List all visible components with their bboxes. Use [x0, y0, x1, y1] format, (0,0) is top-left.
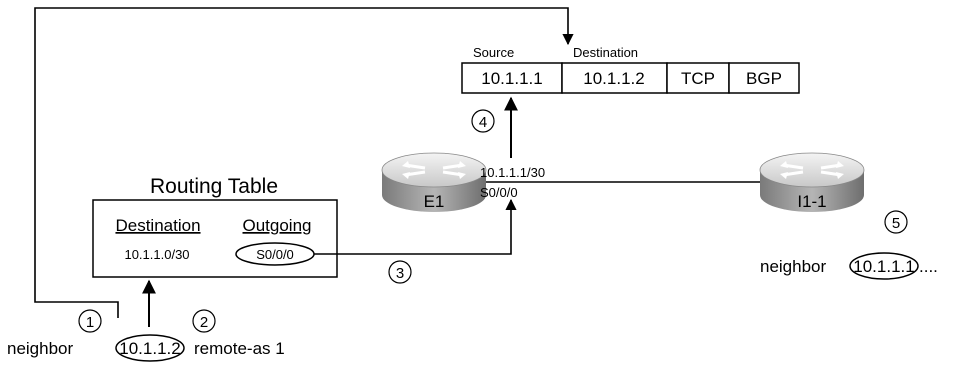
routing-table-box [92, 199, 338, 278]
router-e1-icon [381, 152, 487, 212]
packet-destination-ip: 10.1.1.2 [583, 69, 644, 88]
svg-text:1: 1 [86, 314, 94, 331]
right-ip-highlight [849, 252, 919, 280]
packet-application: BGP [746, 69, 782, 88]
feedback-path [34, 7, 574, 318]
right-command-suffix: .... [919, 257, 938, 276]
packet-header: Source Destination 10.1.1.1 10.1.1.2 TCP… [461, 45, 800, 94]
router-i1-1-label: I1-1 [797, 192, 826, 211]
packet-source-ip: 10.1.1.1 [481, 69, 542, 88]
routing-table-title: Routing Table [150, 175, 278, 198]
right-command-prefix: neighbor [760, 257, 827, 276]
step-1-marker: 1 [78, 309, 102, 333]
packet-source-label: Source [473, 45, 514, 60]
routing-table-col-destination: Destination [115, 216, 200, 235]
packet-field-protocol [666, 62, 730, 94]
packet-protocol: TCP [681, 69, 715, 88]
left-command-suffix: remote-as 1 [194, 339, 285, 358]
router-e1-interface: S0/0/0 [480, 185, 518, 200]
svg-text:2: 2 [200, 314, 208, 331]
router-e1-ip: 10.1.1.1/30 [480, 165, 545, 180]
routing-table-col-outgoing: Outgoing [243, 216, 312, 235]
routing-table-row-destination: 10.1.1.0/30 [124, 247, 189, 262]
step-4-marker: 4 [471, 109, 495, 133]
left-command-prefix: neighbor [7, 339, 74, 358]
router-i1-1-icon [759, 152, 865, 212]
svg-text:4: 4 [479, 114, 487, 131]
routing-table-row-outgoing: S0/0/0 [256, 247, 294, 262]
packet-field-destination [561, 62, 668, 94]
step-5-marker: 5 [884, 210, 908, 234]
right-command-ip: 10.1.1.1 [853, 257, 914, 276]
svg-text:5: 5 [892, 215, 900, 232]
arrow-to-e1-interface [314, 198, 517, 255]
step-2-marker: 2 [192, 309, 216, 333]
router-e1-label: E1 [424, 192, 445, 211]
left-command-ip: 10.1.1.2 [119, 339, 180, 358]
routing-table: Routing Table Destination Outgoing 10.1.… [92, 175, 338, 278]
packet-field-application [728, 62, 800, 94]
svg-text:3: 3 [396, 265, 404, 282]
packet-destination-label: Destination [573, 45, 638, 60]
left-ip-highlight [115, 334, 185, 362]
step-3-marker: 3 [388, 260, 412, 284]
